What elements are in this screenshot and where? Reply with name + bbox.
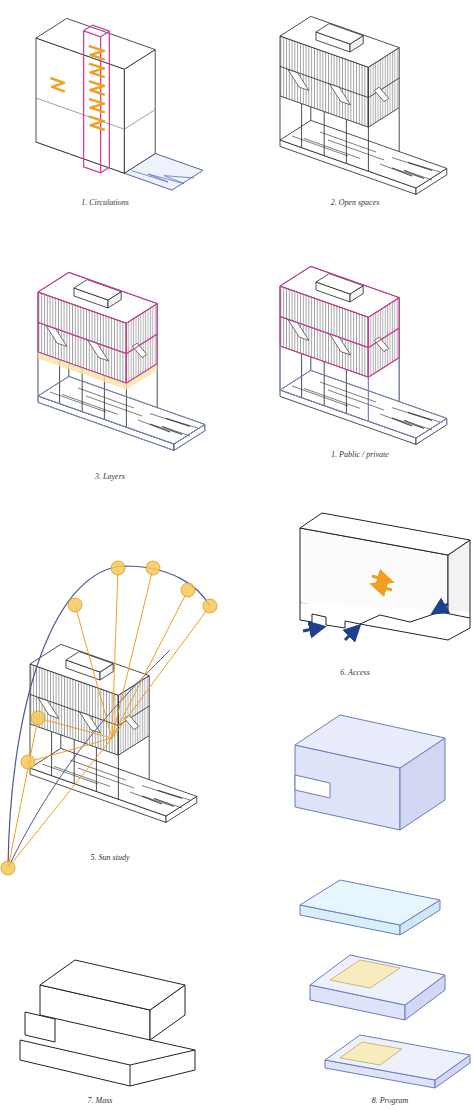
caption: 6. Access — [340, 668, 370, 678]
caption: 2. Open spaces — [331, 198, 380, 208]
caption: 3. Layers — [95, 472, 125, 482]
caption: 1. Circulations — [81, 198, 129, 208]
caption: 5. Sun study — [91, 853, 130, 863]
caption: 1. Public / private — [331, 450, 389, 460]
caption: 7. Mass — [88, 1096, 113, 1106]
caption: 8. Program — [372, 1096, 409, 1106]
